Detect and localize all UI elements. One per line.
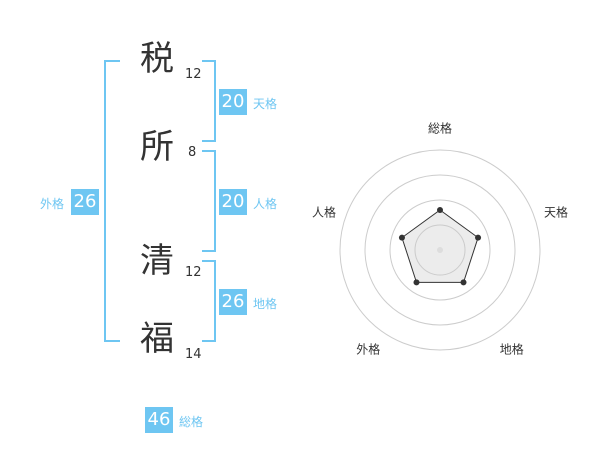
tenkaku-bracket [202, 60, 216, 142]
tenkaku-label: 天格 [253, 97, 278, 111]
gaikaku-value-badge: 26 [71, 189, 99, 215]
radar-point-4 [413, 279, 420, 286]
jinkaku-bracket [202, 150, 216, 252]
radar-axis-label-3: 地格 [499, 342, 524, 357]
radar-point-3 [460, 279, 467, 286]
soukaku-label: 総格 [179, 415, 204, 429]
chikaku-label: 地格 [253, 297, 278, 311]
radar-axis-label-4: 外格 [356, 342, 381, 357]
fortune-radar-chart [339, 149, 541, 351]
radar-series-area [401, 209, 479, 283]
jinkaku-label: 人格 [253, 197, 278, 211]
radar-point-1 [437, 207, 443, 213]
radar-ring-4 [339, 149, 541, 351]
kanji-1: 税 [140, 39, 174, 79]
stroke-count-4: 14 [185, 347, 202, 362]
radar-center-dot [437, 247, 443, 253]
kanji-2: 所 [140, 127, 174, 167]
radar-ring-3 [364, 174, 516, 326]
kanji-4: 福 [140, 319, 174, 359]
chikaku-bracket [202, 260, 216, 342]
kanji-3: 清 [140, 241, 174, 281]
radar-axis-label-2: 天格 [544, 205, 569, 220]
stroke-count-2: 8 [188, 145, 197, 160]
radar-axis-label-1: 総格 [427, 121, 453, 136]
radar-ring-1 [414, 224, 466, 276]
jinkaku-value-badge: 20 [219, 189, 247, 215]
stroke-count-1: 12 [185, 67, 202, 82]
radar-point-5 [398, 234, 405, 241]
radar-point-2 [475, 234, 482, 241]
gaikaku-label: 外格 [40, 197, 65, 211]
soukaku-value-badge: 46 [145, 407, 173, 433]
chikaku-value-badge: 26 [219, 289, 247, 315]
gaikaku-bracket [104, 60, 120, 342]
radar-ring-2 [389, 199, 491, 301]
stroke-count-3: 12 [185, 265, 202, 280]
radar-axis-label-5: 人格 [311, 205, 336, 220]
tenkaku-value-badge: 20 [219, 89, 247, 115]
